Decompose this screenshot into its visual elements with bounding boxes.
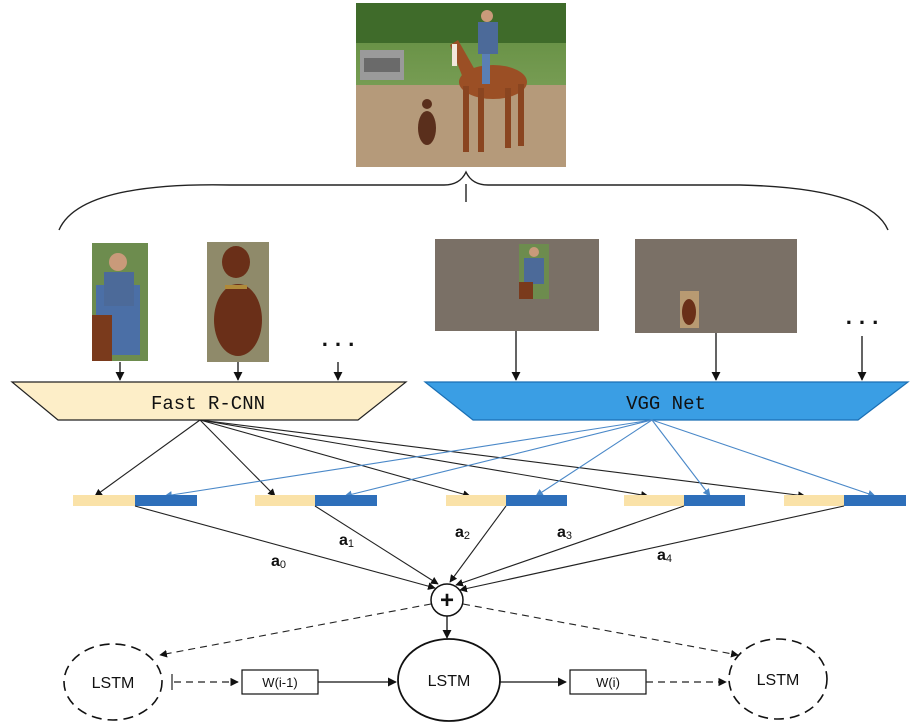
left-ellipsis: ... — [318, 328, 358, 353]
vgg-to-feature-arrows — [164, 419, 876, 499]
sum-to-prev-lstm-arrow — [159, 603, 432, 658]
prev-lstm-label: LSTM — [92, 675, 135, 692]
next-lstm-label: LSTM — [757, 672, 800, 689]
fast-rcnn-encoder — [10, 381, 408, 421]
feature-region-part — [784, 495, 844, 506]
masked-person-image — [435, 239, 599, 331]
feature-region-part — [73, 495, 135, 506]
sum-to-next-lstm-arrow — [462, 603, 739, 658]
feature-global-part — [506, 495, 567, 506]
feature-region-part — [255, 495, 315, 506]
masked-dog-image — [635, 239, 797, 333]
feature-global-part — [684, 495, 745, 506]
feature-global-part — [315, 495, 377, 506]
weight-a0: a0 — [271, 553, 286, 571]
word-box-prev: W(i-1) — [241, 669, 319, 695]
feature-vector — [446, 495, 567, 506]
brace — [58, 170, 889, 231]
vgg-net-label: VGG Net — [626, 393, 706, 415]
word-prev-label: W(i-1) — [262, 675, 297, 690]
mask-background — [435, 239, 599, 331]
feature-to-sum-arrows — [134, 505, 845, 593]
right-ellipsis: ... — [842, 306, 882, 331]
feature-region-part — [624, 495, 684, 506]
weight-a3: a3 — [557, 524, 572, 542]
current-lstm-label: LSTM — [428, 673, 471, 690]
sum-node: + — [430, 583, 464, 617]
weight-a4: a4 — [657, 547, 672, 565]
feature-global-part — [844, 495, 906, 506]
crop-dog-image — [207, 242, 269, 362]
next-lstm-node: LSTM — [728, 638, 828, 720]
weight-a2: a2 — [455, 524, 470, 542]
feature-vector — [73, 495, 197, 506]
rcnn-to-feature-arrows — [94, 419, 806, 499]
current-lstm-node: LSTM — [397, 638, 501, 722]
mask-background — [635, 239, 797, 333]
feature-region-part — [446, 495, 506, 506]
word-box-current: W(i) — [569, 669, 647, 695]
crop-person-image — [92, 243, 148, 361]
feature-vector — [255, 495, 377, 506]
feature-vector — [784, 495, 906, 506]
word-current-label: W(i) — [596, 675, 620, 690]
feature-vector — [624, 495, 745, 506]
main-photo — [356, 3, 566, 167]
sum-symbol: + — [440, 587, 454, 614]
fast-rcnn-label: Fast R-CNN — [151, 393, 265, 415]
input-arrows — [115, 331, 867, 381]
vgg-net-encoder — [423, 381, 910, 421]
feature-global-part — [135, 495, 197, 506]
weight-a1: a1 — [339, 532, 354, 550]
prev-lstm-node: LSTM — [63, 643, 163, 721]
